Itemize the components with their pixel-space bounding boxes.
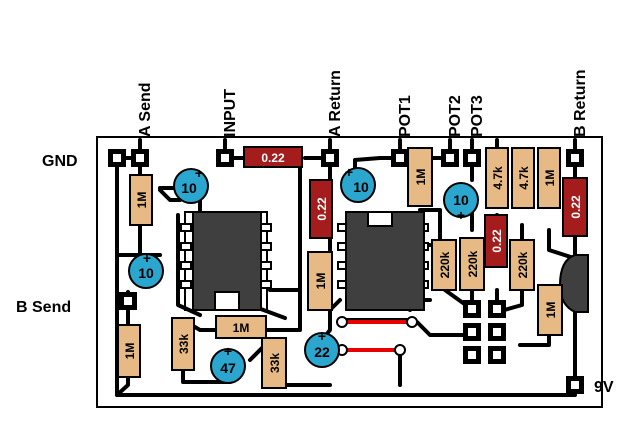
pad-pot3 bbox=[463, 149, 481, 167]
pad-pot1 bbox=[391, 149, 409, 167]
transistor bbox=[558, 254, 589, 313]
resistor-r4-label: 33k bbox=[177, 334, 191, 354]
film-cap-c3-label: 0.22 bbox=[490, 229, 504, 253]
electrolytic-e2: + 10 bbox=[128, 250, 164, 289]
resistor-r9: 1M bbox=[537, 147, 561, 209]
resistor-r3: 1M bbox=[307, 251, 333, 311]
pad-input bbox=[216, 149, 234, 167]
label-b-send: B Send bbox=[16, 299, 71, 316]
pad-a-return bbox=[321, 149, 339, 167]
film-cap-c1: 0.22 bbox=[243, 146, 303, 168]
resistor-r6-label: 1M bbox=[233, 321, 250, 335]
resistor-r4: 33k bbox=[171, 317, 195, 371]
label-b-return: B Return bbox=[572, 69, 589, 137]
film-cap-c1-label: 0.22 bbox=[261, 151, 285, 165]
label-input: INPUT bbox=[222, 89, 239, 137]
label-pot3: POT3 bbox=[469, 95, 486, 137]
resistor-r3-label: 1M bbox=[314, 273, 328, 290]
resistor-r7: 4.7k bbox=[485, 147, 509, 209]
pad-gnd-left bbox=[108, 149, 126, 167]
electrolytic-e5-plus: + bbox=[224, 343, 232, 359]
resistor-r12: 220k bbox=[509, 239, 535, 291]
pad-b-return bbox=[566, 149, 584, 167]
label-a-send: A Send bbox=[137, 82, 154, 137]
electrolytic-e6-label: 22 bbox=[314, 344, 330, 360]
electrolytic-e4-label: 10 bbox=[453, 192, 469, 208]
film-cap-c4-label: 0.22 bbox=[569, 195, 583, 219]
label-gnd: GND bbox=[42, 153, 78, 170]
electrolytic-e3-plus: + bbox=[345, 164, 353, 180]
film-cap-c2-label: 0.22 bbox=[315, 197, 329, 221]
pad-a-send bbox=[131, 149, 149, 167]
electrolytic-e5: + 47 bbox=[210, 343, 246, 384]
resistor-r6: 1M bbox=[215, 315, 267, 339]
resistor-r14-label: 1M bbox=[544, 302, 558, 319]
label-pot2: POT2 bbox=[447, 95, 464, 137]
resistor-r8-label: 4.7k bbox=[517, 166, 531, 190]
film-cap-c3: 0.22 bbox=[484, 214, 508, 268]
resistor-r10-label: 220k bbox=[438, 251, 452, 278]
pot-pad-grid bbox=[463, 300, 506, 364]
resistor-r8: 4.7k bbox=[511, 147, 535, 209]
electrolytic-e1: + 10 bbox=[173, 165, 209, 204]
film-cap-c2: 0.22 bbox=[309, 179, 333, 239]
electrolytic-e6-plus: + bbox=[318, 328, 326, 344]
label-a-return: A Return bbox=[327, 70, 344, 137]
electrolytic-e2-label: 10 bbox=[138, 265, 154, 281]
resistor-r9-label: 1M bbox=[543, 170, 557, 187]
resistor-r10: 220k bbox=[431, 239, 457, 291]
resistor-r11: 220k bbox=[459, 237, 485, 291]
pad-b-send bbox=[119, 292, 137, 310]
pad-9v bbox=[566, 376, 584, 394]
resistor-r2: 1M bbox=[117, 324, 141, 378]
resistor-r5: 33k bbox=[261, 337, 287, 389]
jumper-wires bbox=[336, 316, 418, 356]
resistor-r13-label: 1M bbox=[414, 169, 428, 186]
resistor-r12-label: 220k bbox=[516, 251, 530, 278]
pads bbox=[108, 149, 584, 394]
electrolytic-e5-label: 47 bbox=[220, 360, 236, 376]
resistor-r1: 1M bbox=[129, 174, 153, 226]
resistor-r1-label: 1M bbox=[135, 192, 149, 209]
film-cap-c4: 0.22 bbox=[562, 177, 588, 237]
ic-right bbox=[337, 211, 429, 311]
electrolytic-e3-label: 10 bbox=[353, 179, 369, 195]
resistor-r14: 1M bbox=[537, 284, 563, 336]
electrolytic-e1-plus: + bbox=[195, 165, 203, 181]
resistor-r2-label: 1M bbox=[123, 343, 137, 360]
electrolytic-e2-plus: + bbox=[143, 250, 151, 266]
electrolytic-e6: + 22 bbox=[304, 328, 340, 368]
electrolytic-e4-plus: + bbox=[457, 207, 465, 223]
resistor-r11-label: 220k bbox=[466, 250, 480, 277]
label-9v: 9V bbox=[594, 379, 614, 396]
electrolytic-e1-label: 10 bbox=[181, 180, 197, 196]
electrolytic-e3: + 10 bbox=[340, 164, 376, 203]
resistor-r13: 1M bbox=[407, 147, 433, 207]
resistor-r7-label: 4.7k bbox=[491, 166, 505, 190]
resistor-r5-label: 33k bbox=[268, 353, 282, 373]
pad-pot2 bbox=[441, 149, 459, 167]
label-pot1: POT1 bbox=[397, 95, 414, 137]
ic-left bbox=[180, 211, 272, 311]
electrolytic-e4: 10 + bbox=[443, 182, 479, 223]
